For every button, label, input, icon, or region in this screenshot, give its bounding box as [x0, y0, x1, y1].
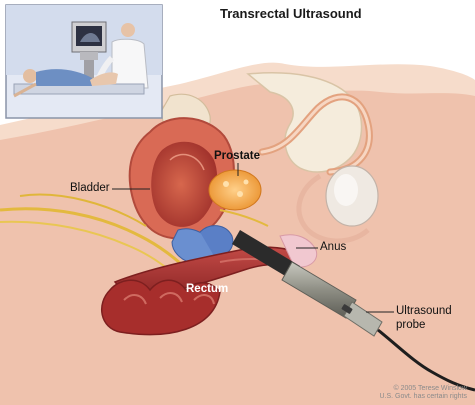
label-bladder: Bladder: [70, 182, 110, 194]
probe-button: [341, 304, 353, 314]
doctor-coat: [111, 38, 149, 89]
ultrasound-probe: [232, 230, 475, 392]
probe-handle: [281, 261, 357, 319]
label-probe-line1: Ultrasound: [396, 305, 452, 317]
testis-highlight: [334, 174, 358, 206]
urethra-path: [258, 93, 373, 176]
copyright-subtext: U.S. Govt. has certain rights: [379, 393, 467, 400]
prostate: [208, 169, 262, 211]
scrotum-outline: [296, 173, 370, 244]
patient-gown: [36, 69, 92, 86]
probe-cable: [377, 328, 475, 392]
inset-patient-scene: [5, 4, 163, 119]
patient-head: [23, 69, 37, 83]
bladder: [128, 117, 235, 240]
doctor-head: [121, 23, 135, 37]
diagram-title: Transrectal Ultrasound: [220, 6, 362, 21]
probe-shaft: [232, 230, 300, 280]
rectum: [101, 246, 302, 336]
copyright-text: © 2005 Terese Winslow: [393, 385, 467, 392]
label-probe-line2: probe: [396, 319, 426, 331]
label-anus: Anus: [320, 241, 347, 253]
label-prostate: Prostate: [214, 150, 261, 162]
label-rectum: Rectum: [186, 283, 229, 295]
copyright-notice: © 2005 Terese Winslow U.S. Govt. has cer…: [379, 385, 467, 401]
